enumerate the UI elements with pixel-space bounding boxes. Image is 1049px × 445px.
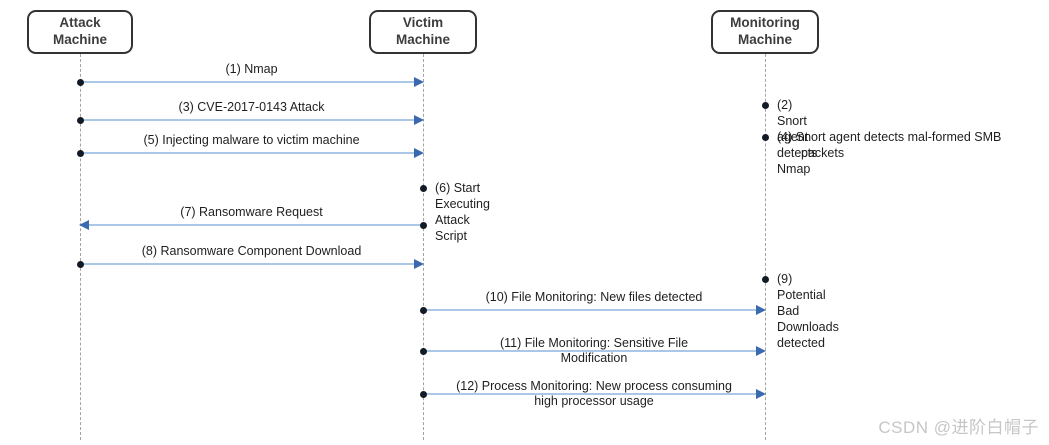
event-dot (76, 116, 84, 124)
actor-attack-machine: Attack Machine (27, 10, 133, 54)
lifeline-attack-machine (80, 54, 81, 440)
arrowhead-right-icon (414, 77, 424, 87)
arrowhead-right-icon (414, 148, 424, 158)
arrow-line (82, 81, 421, 83)
arrow-line (82, 263, 421, 265)
message-label: (3) CVE-2017-0143 Attack (178, 100, 325, 114)
arrow-line (425, 393, 763, 395)
event-dot (76, 78, 84, 86)
message-label: (10) File Monitoring: New files detected (485, 290, 703, 304)
message-label: (5) Injecting malware to victim machine (143, 133, 360, 147)
note-label: (9) Potential Bad Downloads detected (777, 271, 839, 350)
message-label: (11) File Monitoring: Sensitive File Mod… (499, 336, 689, 365)
arrowhead-left-icon (79, 220, 89, 230)
event-dot (419, 306, 427, 314)
lifeline-victim-machine (423, 54, 424, 440)
actor-monitoring-machine: Monitoring Machine (711, 10, 819, 54)
message-label: (1) Nmap (225, 62, 278, 76)
event-dot (76, 260, 84, 268)
arrow-line (425, 350, 763, 352)
arrow-line (425, 309, 763, 311)
arrowhead-right-icon (756, 346, 766, 356)
arrow-line (82, 224, 421, 226)
note-label: (4) Snort agent detects mal-formed SMB p… (777, 129, 1002, 160)
csdn-watermark: CSDN @进阶白帽子 (878, 418, 1039, 437)
message-label: (7) Ransomware Request (180, 205, 323, 219)
event-dot (419, 347, 427, 355)
arrow-line (82, 119, 421, 121)
arrowhead-right-icon (414, 115, 424, 125)
event-dot (761, 101, 769, 109)
event-dot (76, 149, 84, 157)
arrowhead-right-icon (756, 305, 766, 315)
event-dot (419, 390, 427, 398)
event-dot (419, 221, 427, 229)
arrow-line (82, 152, 421, 154)
message-label: (8) Ransomware Component Download (141, 244, 362, 258)
event-dot (419, 184, 427, 192)
arrowhead-right-icon (414, 259, 424, 269)
event-dot (761, 133, 769, 141)
note-label: (6) Start Executing Attack Script (435, 180, 490, 243)
arrowhead-right-icon (756, 389, 766, 399)
event-dot (761, 275, 769, 283)
lifeline-monitoring-machine (765, 54, 766, 440)
note-label: (2) Snort agent detects Nmap (777, 97, 818, 176)
message-label: (12) Process Monitoring: New process con… (456, 379, 732, 408)
actor-victim-machine: Victim Machine (369, 10, 477, 54)
